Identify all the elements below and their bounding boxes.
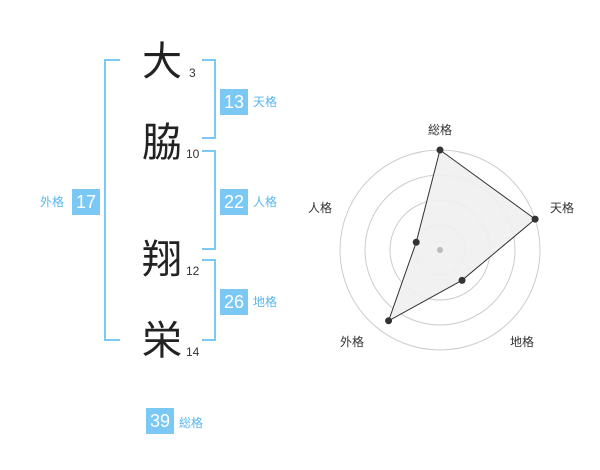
radar-axis-label-soukaku: 総格 xyxy=(428,123,453,137)
radar-center-dot xyxy=(437,247,443,253)
radar-point-1 xyxy=(436,146,444,154)
radar-axis-label-jinkaku: 人格 xyxy=(308,201,333,215)
jinkaku-label: 人格 xyxy=(253,195,278,209)
name-char-3: 翔 xyxy=(142,237,182,283)
chikaku-label: 地格 xyxy=(253,295,278,309)
gaikaku-label: 外格 xyxy=(40,195,65,209)
name-char-1: 大 xyxy=(142,39,182,85)
radar-data-points xyxy=(385,146,539,325)
stroke-count-1: 3 xyxy=(189,66,196,80)
soukaku-label: 総格 xyxy=(179,416,204,430)
jinkaku-value: 22 xyxy=(220,189,248,215)
radar-axis-label-chikaku: 地格 xyxy=(510,335,535,349)
tenkaku-label: 天格 xyxy=(253,95,278,109)
soukaku-value: 39 xyxy=(146,408,174,434)
radar-data-area xyxy=(387,149,536,322)
radar-point-3 xyxy=(458,276,466,284)
radar-point-5 xyxy=(412,238,420,246)
stroke-count-4: 14 xyxy=(186,345,200,359)
name-char-2: 脇 xyxy=(142,120,182,166)
stroke-count-2: 10 xyxy=(186,147,200,161)
gaikaku-value: 17 xyxy=(72,189,100,215)
radar-point-4 xyxy=(385,317,393,325)
name-char-4: 栄 xyxy=(142,318,182,364)
gaikaku-bracket xyxy=(104,59,120,341)
radar-axis-label-tenkaku: 天格 xyxy=(550,201,575,215)
jinkaku-bracket xyxy=(202,150,216,250)
tenkaku-value: 13 xyxy=(220,89,248,115)
radar-axis-label-gaikaku: 外格 xyxy=(340,335,365,349)
chikaku-bracket xyxy=(202,259,216,341)
chikaku-value: 26 xyxy=(220,289,248,315)
radar-point-2 xyxy=(531,215,539,223)
tenkaku-bracket xyxy=(202,59,216,139)
stroke-count-3: 12 xyxy=(186,264,200,278)
